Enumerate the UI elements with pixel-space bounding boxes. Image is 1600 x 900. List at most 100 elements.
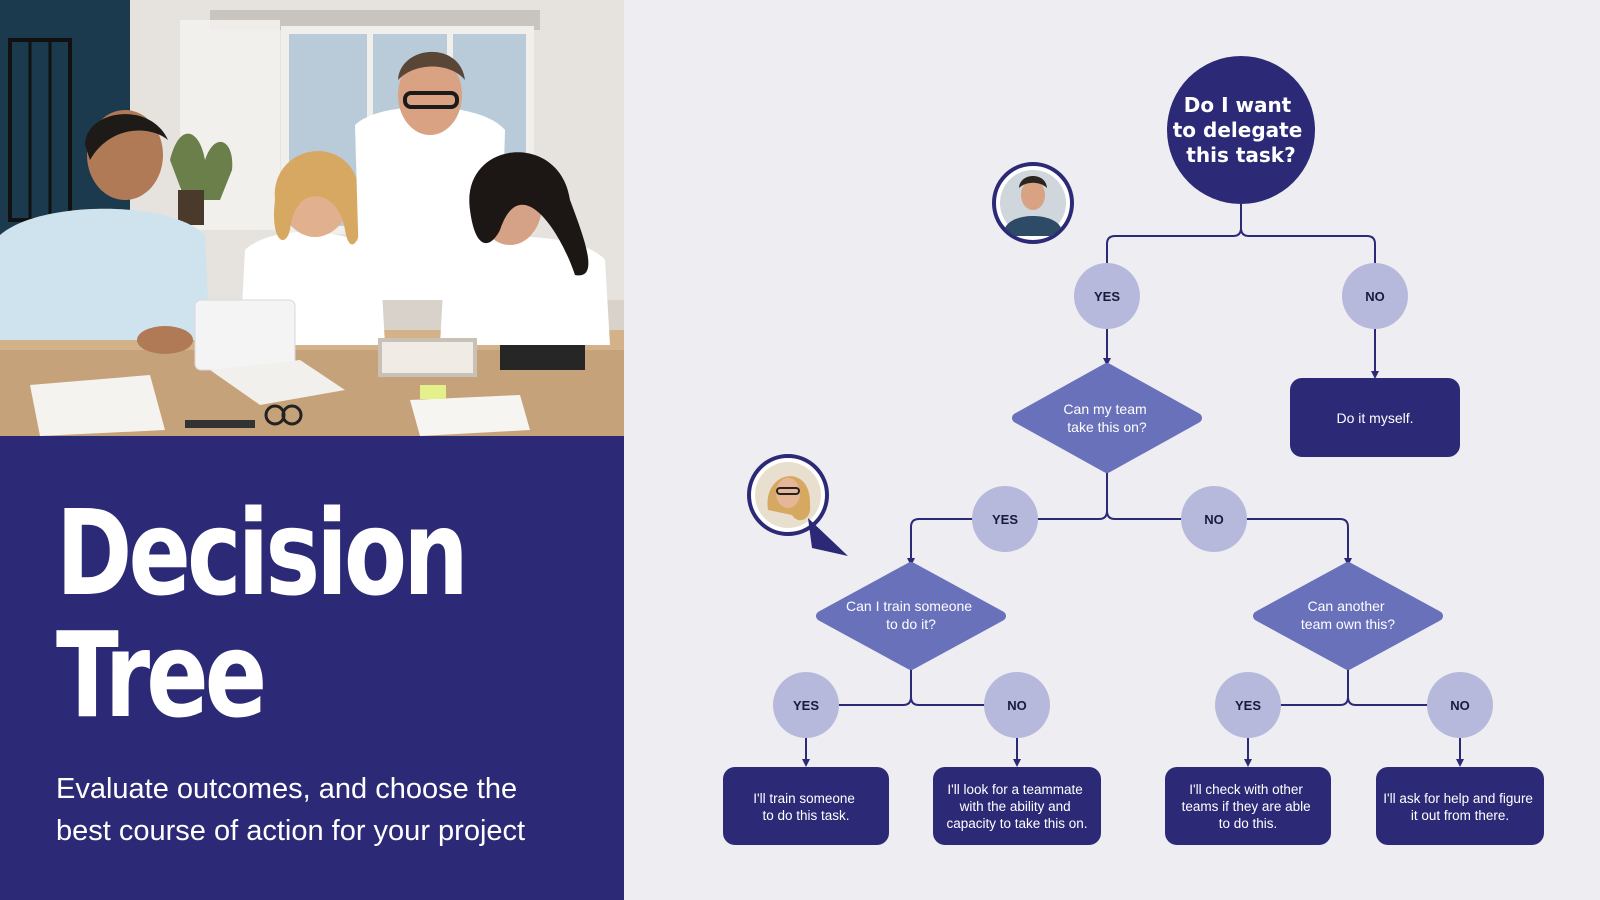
result-train-someone: I'll train someone to do this task.	[723, 767, 889, 845]
pointer-arrow-icon	[808, 518, 848, 556]
question-node-team-diamond	[1012, 363, 1202, 473]
question-node-another-team-line-2: team own this?	[1301, 616, 1395, 632]
result-train-someone-text: I'll train someone to do this task.	[753, 791, 858, 823]
result-do-it-myself-box	[1290, 378, 1460, 457]
result-do-it-myself: Do it myself.	[1290, 378, 1460, 457]
answer-q3-no: NO	[1427, 672, 1493, 738]
result-check-other-teams-line-2: teams if they are able	[1182, 799, 1311, 814]
answer-root-no-circle	[1342, 263, 1408, 329]
page-title-line-1: Decision	[56, 484, 469, 622]
avatar-man-headphones	[1019, 176, 1047, 188]
result-ask-for-help-text: I'll ask for help and figure it out from…	[1383, 791, 1536, 823]
root-question-line-1: Do I want	[1184, 93, 1292, 117]
root-question-node: Do I want to delegate this task?	[1167, 56, 1315, 204]
connector-root-no	[1240, 227, 1376, 263]
result-find-teammate-line-1: I'll look for a teammate	[947, 782, 1082, 797]
root-question-line-2: to delegate	[1173, 118, 1303, 142]
question-node-another-team: Can another team own this?	[1253, 562, 1443, 670]
result-ask-for-help-line-2: it out from there.	[1411, 808, 1509, 823]
answer-root-yes: YES	[1074, 263, 1140, 329]
answer-q1-yes: YES	[972, 486, 1038, 552]
decision-tree-diagram: Do I want to delegate this task? YES NO …	[723, 56, 1544, 845]
result-train-someone-box	[723, 767, 889, 845]
arrowhead-r3	[1244, 759, 1252, 767]
team-photo-illustration	[0, 0, 624, 436]
question-node-train-line-2: to do it?	[886, 616, 936, 632]
question-node-train-diamond	[816, 562, 1006, 670]
answer-q1-yes-circle	[972, 486, 1038, 552]
question-node-team: Can my team take this on?	[1012, 363, 1202, 473]
answer-q2-no: NO	[984, 672, 1050, 738]
result-find-teammate: I'll look for a teammate with the abilit…	[933, 767, 1101, 845]
root-question-text: Do I want to delegate this task?	[1173, 93, 1309, 167]
avatar-man-shirt	[1005, 216, 1061, 236]
team-photo	[0, 0, 624, 436]
arrowhead-r2	[1013, 759, 1021, 767]
avatar-man-face	[1021, 180, 1045, 210]
root-question-line-3: this task?	[1186, 143, 1295, 167]
page-title-line-2: Tree	[56, 606, 267, 744]
answer-root-yes-circle	[1074, 263, 1140, 329]
question-node-team-text: Can my team take this on?	[1063, 401, 1150, 435]
answer-q2-yes-label: YES	[793, 698, 819, 713]
page-subtitle: Evaluate outcomes, and choose the best c…	[56, 773, 526, 847]
question-node-team-line-1: Can my team	[1063, 401, 1146, 417]
answer-q1-yes-label: YES	[992, 512, 1018, 527]
answer-q2-yes-circle	[773, 672, 839, 738]
answer-root-no: NO	[1342, 263, 1408, 329]
answer-root-yes-label: YES	[1094, 289, 1120, 304]
connector-q3-no	[1347, 696, 1460, 706]
result-find-teammate-line-3: capacity to take this on.	[946, 816, 1087, 831]
result-check-other-teams: I'll check with other teams if they are …	[1165, 767, 1331, 845]
question-node-train: Can I train someone to do it?	[816, 562, 1006, 670]
avatar-man	[992, 162, 1074, 244]
question-node-train-line-1: Can I train someone	[846, 598, 972, 614]
result-check-other-teams-line-1: I'll check with other	[1189, 782, 1303, 797]
avatar-woman	[747, 454, 848, 556]
result-find-teammate-text: I'll look for a teammate with the abilit…	[946, 782, 1087, 831]
result-do-it-myself-text: Do it myself.	[1336, 410, 1413, 426]
answer-q3-no-label: NO	[1450, 698, 1470, 713]
connector-root-yes	[1106, 204, 1242, 263]
result-ask-for-help-box	[1376, 767, 1544, 845]
question-node-another-team-diamond	[1253, 562, 1443, 670]
left-panel: Decision Tree Evaluate outcomes, and cho…	[0, 0, 624, 900]
result-find-teammate-line-2: with the ability and	[959, 799, 1071, 814]
result-train-someone-line-2: to do this task.	[762, 808, 849, 823]
answer-root-no-label: NO	[1365, 289, 1385, 304]
question-node-train-text: Can I train someone to do it?	[846, 598, 976, 632]
arrowhead-q1	[1103, 358, 1111, 366]
answer-q1-no-circle	[1181, 486, 1247, 552]
result-do-it-myself-line-1: Do it myself.	[1336, 410, 1413, 426]
result-ask-for-help: I'll ask for help and figure it out from…	[1376, 767, 1544, 845]
arrowhead-result-no	[1371, 371, 1379, 379]
answer-q1-no: NO	[1181, 486, 1247, 552]
root-question-circle	[1167, 56, 1315, 204]
result-find-teammate-box	[933, 767, 1101, 845]
answer-q1-no-label: NO	[1204, 512, 1224, 527]
title-panel: Decision Tree Evaluate outcomes, and cho…	[0, 436, 624, 900]
avatar-woman-glasses	[776, 487, 800, 495]
question-node-team-line-2: take this on?	[1067, 419, 1147, 435]
answer-q2-no-circle	[984, 672, 1050, 738]
connector-q1-no	[1106, 510, 1349, 559]
result-check-other-teams-text: I'll check with other teams if they are …	[1182, 782, 1315, 831]
answer-q3-no-circle	[1427, 672, 1493, 738]
answer-q3-yes-label: YES	[1235, 698, 1261, 713]
answer-q3-yes-circle	[1215, 672, 1281, 738]
arrowhead-r4	[1456, 759, 1464, 767]
question-node-another-team-line-1: Can another	[1308, 598, 1385, 614]
result-check-other-teams-box	[1165, 767, 1331, 845]
arrowhead-r1	[802, 759, 810, 767]
result-check-other-teams-line-3: to do this.	[1219, 816, 1278, 831]
answer-q2-yes: YES	[773, 672, 839, 738]
connector-lines	[805, 204, 1461, 760]
arrowheads	[802, 358, 1464, 767]
answer-q3-yes: YES	[1215, 672, 1281, 738]
answer-q2-no-label: NO	[1007, 698, 1027, 713]
connector-q2-no	[910, 696, 1017, 706]
page-title: Decision Tree	[56, 484, 469, 744]
result-ask-for-help-line-1: I'll ask for help and figure	[1383, 791, 1533, 806]
question-node-another-team-text: Can another team own this?	[1301, 598, 1395, 632]
result-train-someone-line-1: I'll train someone	[753, 791, 855, 806]
